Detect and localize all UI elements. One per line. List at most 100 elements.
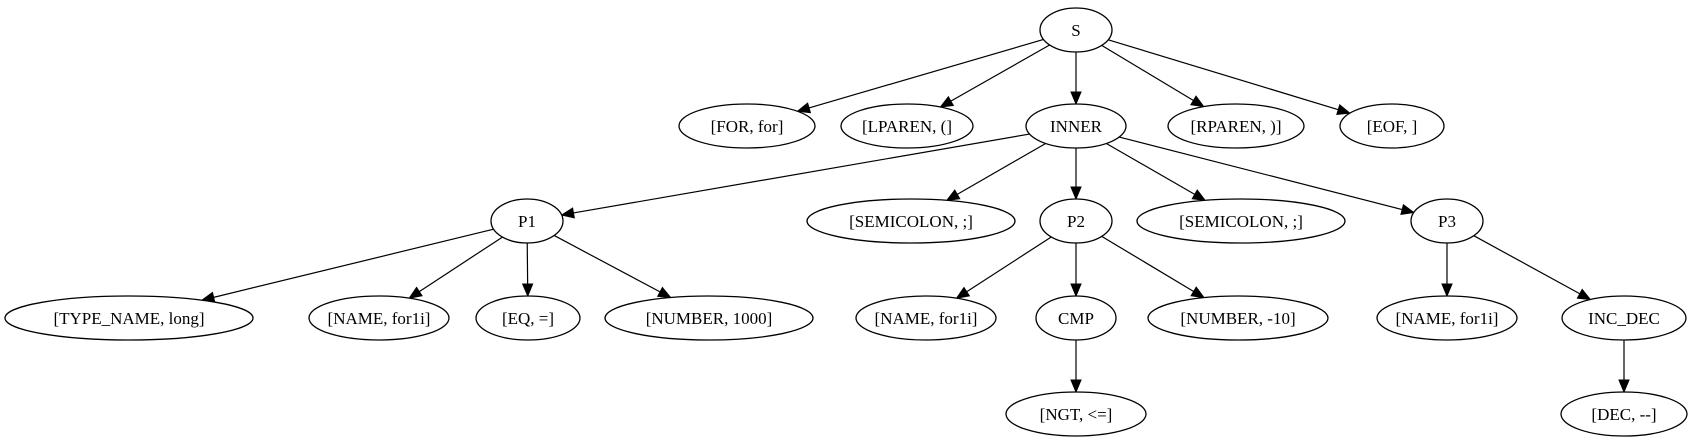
edge-line bbox=[1106, 142, 1196, 195]
edge-line bbox=[966, 236, 1052, 293]
tree-node-p1: P1 bbox=[490, 198, 564, 244]
tree-node-type_name: [TYPE_NAME, long] bbox=[4, 295, 254, 341]
node-ellipse bbox=[1136, 198, 1346, 244]
edge-inc_dec-to-dec bbox=[1618, 340, 1630, 394]
tree-node-name3: [NAME, for1i] bbox=[1376, 295, 1518, 341]
node-label: INNER bbox=[1050, 117, 1103, 136]
arrowhead-icon bbox=[1190, 95, 1205, 108]
edge-line bbox=[1473, 235, 1581, 295]
arrowhead-icon bbox=[1070, 379, 1082, 394]
edge-line bbox=[1119, 136, 1403, 211]
tree-node-cmp: CMP bbox=[1035, 295, 1117, 341]
node-label: INC_DEC bbox=[1588, 309, 1660, 328]
tree-node-p2: P2 bbox=[1039, 198, 1113, 244]
edge-p3-to-inc_dec bbox=[1473, 235, 1592, 301]
node-ellipse bbox=[1560, 391, 1688, 437]
node-label: CMP bbox=[1058, 309, 1094, 328]
tree-node-inc_dec: INC_DEC bbox=[1561, 295, 1687, 341]
arrowhead-icon bbox=[521, 283, 534, 298]
node-label: P1 bbox=[518, 212, 536, 231]
arrowhead-icon bbox=[1441, 283, 1453, 298]
arrowhead-icon bbox=[1070, 283, 1082, 298]
node-label: [FOR, for] bbox=[711, 117, 784, 136]
arrowhead-icon bbox=[796, 102, 812, 114]
tree-node-semi1: [SEMICOLON, ;] bbox=[806, 198, 1016, 244]
node-ellipse bbox=[1005, 391, 1147, 437]
node-label: [TYPE_NAME, long] bbox=[53, 309, 204, 328]
node-ellipse bbox=[1147, 295, 1329, 341]
edge-inner-to-p1 bbox=[560, 133, 1030, 219]
edge-p2-to-num_neg10 bbox=[1101, 235, 1206, 299]
node-label: [LPAREN, (] bbox=[862, 117, 952, 136]
tree-node-lparen: [LPAREN, (] bbox=[840, 103, 974, 149]
tree-node-num_neg10: [NUMBER, -10] bbox=[1147, 295, 1329, 341]
node-ellipse bbox=[308, 295, 450, 341]
edge-inner-to-p2 bbox=[1070, 148, 1082, 201]
tree-node-inner: INNER bbox=[1025, 103, 1127, 149]
edge-S-to-lparen bbox=[939, 44, 1050, 108]
edge-line bbox=[573, 133, 1030, 214]
edge-inner-to-semi2 bbox=[1106, 142, 1207, 201]
node-label: P2 bbox=[1067, 212, 1085, 231]
tree-node-eof: [EOF, ] bbox=[1339, 103, 1445, 149]
tree-node-num1000: [NUMBER, 1000] bbox=[604, 295, 814, 341]
edge-p1-to-num1000 bbox=[553, 234, 672, 299]
tree-node-p3: P3 bbox=[1410, 198, 1484, 244]
edge-p3-to-name3 bbox=[1441, 243, 1453, 298]
node-label: [NAME, for1i] bbox=[328, 309, 431, 328]
node-label: [DEC, --] bbox=[1591, 405, 1656, 424]
arrowhead-icon bbox=[560, 207, 575, 219]
node-ellipse bbox=[475, 295, 581, 341]
node-label: [RPAREN, )] bbox=[1191, 117, 1282, 136]
edge-S-to-inner bbox=[1070, 52, 1082, 106]
node-ellipse bbox=[678, 103, 816, 149]
edge-line bbox=[808, 38, 1044, 109]
node-ellipse bbox=[604, 295, 814, 341]
tree-node-ngt: [NGT, <=] bbox=[1005, 391, 1147, 437]
tree-node-name1: [NAME, for1i] bbox=[308, 295, 450, 341]
node-label: [NUMBER, 1000] bbox=[646, 309, 773, 328]
tree-node-dec: [DEC, --] bbox=[1560, 391, 1688, 437]
edge-line bbox=[1101, 44, 1194, 101]
node-ellipse bbox=[490, 198, 564, 244]
tree-node-rparen: [RPAREN, )] bbox=[1167, 103, 1305, 149]
tree-node-for: [FOR, for] bbox=[678, 103, 816, 149]
edge-line bbox=[950, 44, 1050, 102]
node-ellipse bbox=[4, 295, 254, 341]
edge-p1-to-type_name bbox=[200, 228, 494, 303]
edge-p1-to-name1 bbox=[408, 236, 503, 299]
node-label: [NAME, for1i] bbox=[1396, 309, 1499, 328]
tree-node-eq: [EQ, =] bbox=[475, 295, 581, 341]
edge-S-to-eof bbox=[1108, 39, 1352, 116]
node-label: P3 bbox=[1438, 212, 1456, 231]
arrowhead-icon bbox=[1336, 104, 1352, 116]
arrowhead-icon bbox=[939, 95, 955, 108]
arrowhead-icon bbox=[1191, 189, 1207, 201]
node-label: [NGT, <=] bbox=[1040, 405, 1113, 424]
arrowhead-icon bbox=[1576, 288, 1592, 301]
edge-inner-to-semi1 bbox=[945, 142, 1046, 201]
edge-line bbox=[1101, 235, 1194, 292]
node-ellipse bbox=[1167, 103, 1305, 149]
arrowhead-icon bbox=[955, 286, 971, 299]
edge-layer bbox=[200, 38, 1630, 394]
node-label: [SEMICOLON, ;] bbox=[849, 212, 973, 231]
arrowhead-icon bbox=[1400, 203, 1416, 215]
arrowhead-icon bbox=[408, 286, 423, 299]
node-ellipse bbox=[1025, 103, 1127, 149]
tree-node-S: S bbox=[1039, 7, 1113, 53]
node-label: [EOF, ] bbox=[1367, 117, 1418, 136]
arrowhead-icon bbox=[1070, 186, 1082, 201]
node-layer: S [FOR, for] [LPAREN, (] INNER [RPAREN, )] [E… bbox=[4, 7, 1688, 437]
node-ellipse bbox=[855, 295, 997, 341]
node-ellipse bbox=[1376, 295, 1518, 341]
node-ellipse bbox=[806, 198, 1016, 244]
edge-p1-to-eq bbox=[521, 242, 534, 298]
node-label: [SEMICOLON, ;] bbox=[1179, 212, 1303, 231]
edge-cmp-to-ngt bbox=[1070, 340, 1082, 394]
tree-node-name2: [NAME, for1i] bbox=[855, 295, 997, 341]
node-label: S bbox=[1071, 21, 1080, 40]
node-ellipse bbox=[1035, 295, 1117, 341]
node-label: [NAME, for1i] bbox=[875, 309, 978, 328]
